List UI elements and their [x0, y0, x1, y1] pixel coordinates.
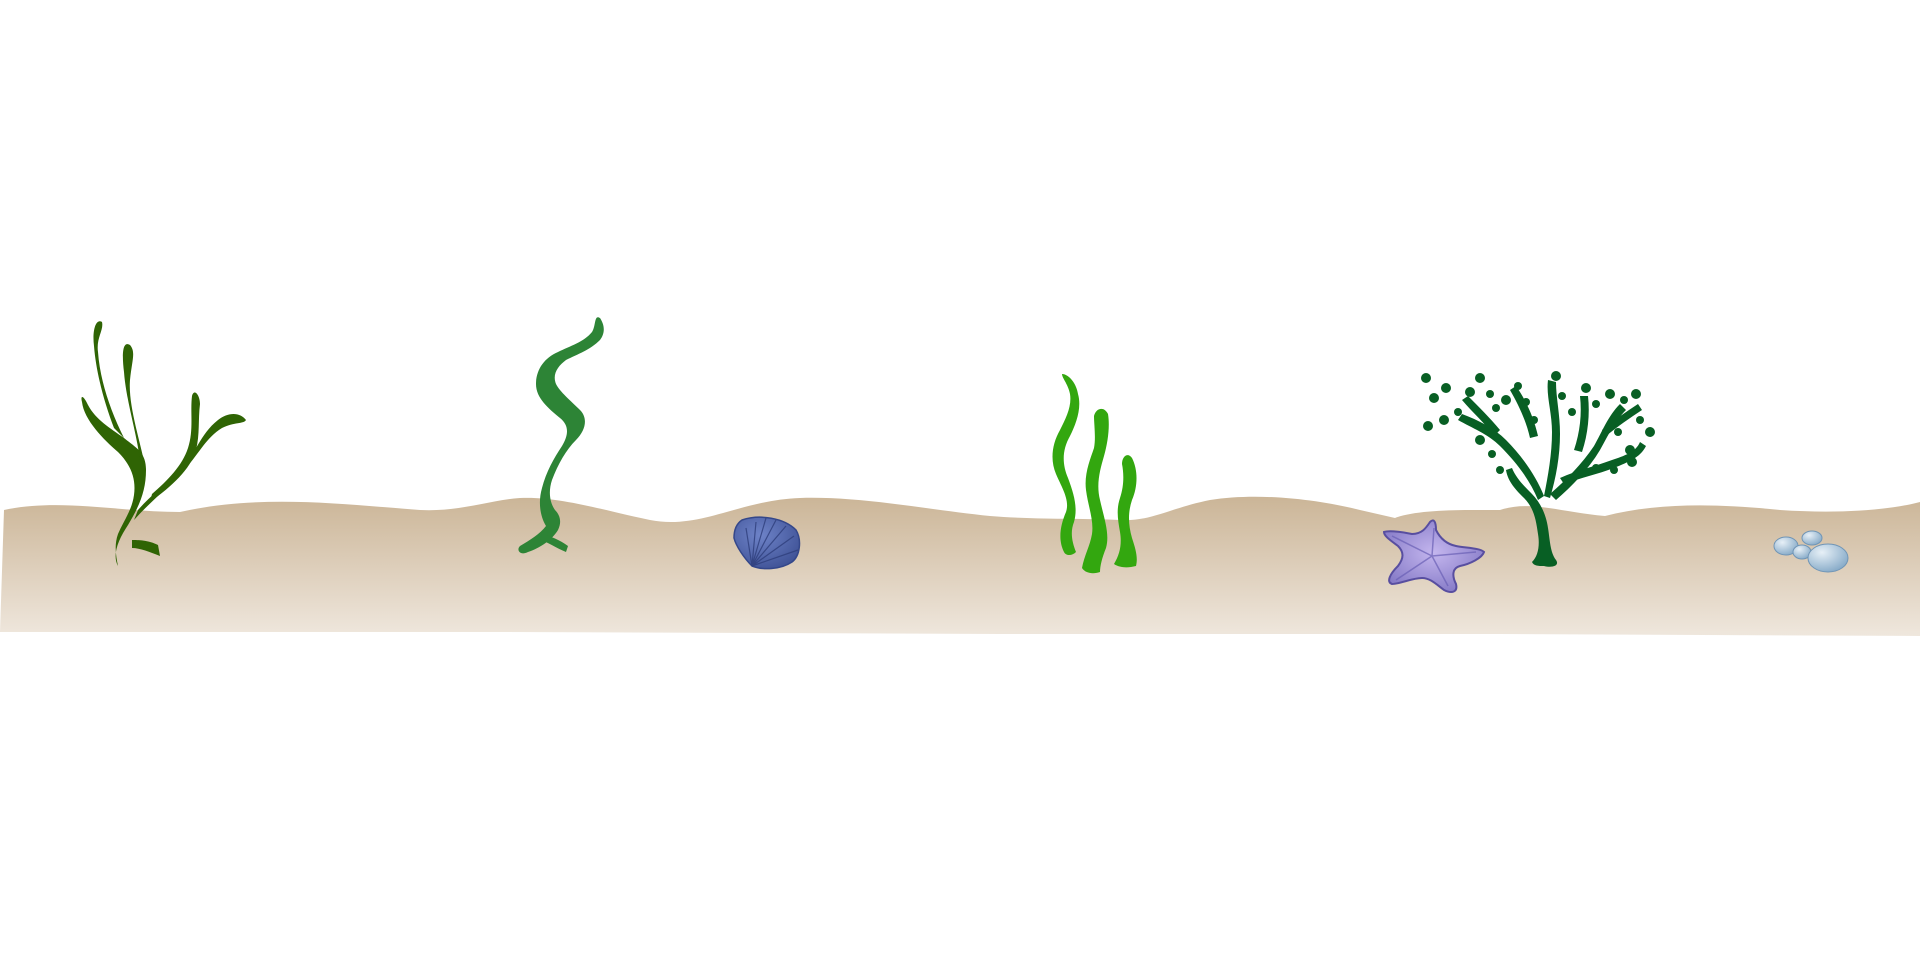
wavy-seaweed-icon — [518, 317, 604, 554]
seagrass-icon — [1052, 374, 1137, 574]
starfish-icon — [1382, 519, 1486, 593]
branching-seaweed-icon — [81, 321, 246, 566]
pebbles-icon — [1773, 530, 1849, 573]
scallop-shell-icon — [733, 516, 801, 570]
coral-icon — [1421, 371, 1655, 567]
sand-floor — [0, 496, 1920, 636]
